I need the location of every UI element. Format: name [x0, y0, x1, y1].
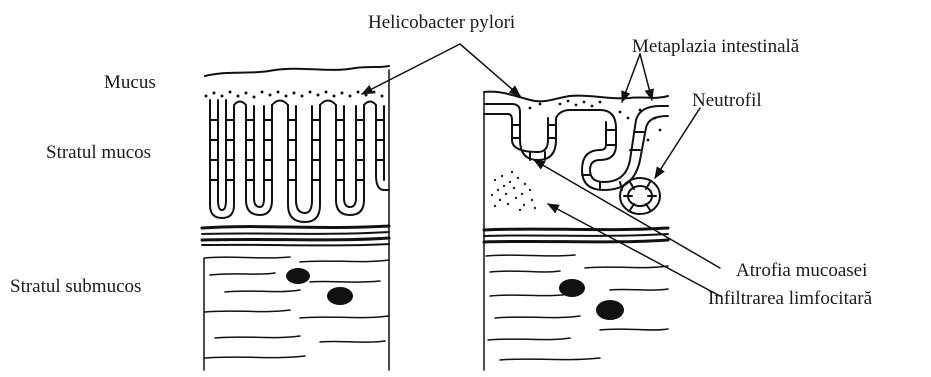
label-neutrofil: Neutrofil [692, 90, 762, 111]
label-infiltrarea: Infiltrarea limfocitară [708, 288, 873, 309]
label-stratul-mucos: Stratul mucos [46, 142, 151, 163]
vessel-left-2 [327, 287, 353, 305]
mucus-dots-left [205, 91, 384, 99]
arrow-hp-left [362, 44, 460, 94]
label-mucus: Mucus [104, 72, 156, 93]
lymphocyte-infiltrate [491, 171, 536, 211]
vessel-right-1 [559, 279, 585, 297]
vessel-left-1 [286, 268, 310, 284]
neutrophil-nodule [620, 178, 660, 214]
arrow-metaplasia-2 [640, 54, 652, 100]
arrow-hp-right [460, 44, 520, 96]
arrow-neutrophil [655, 108, 700, 178]
muscularis-left [202, 226, 389, 245]
gastritis-panel [484, 92, 668, 370]
label-helicobacter: Helicobacter pylori [368, 12, 515, 33]
gastric-glands-left [210, 100, 389, 222]
arrow-metaplasia-1 [622, 54, 640, 102]
label-metaplazia: Metaplazia intestinală [632, 36, 800, 57]
submucosa-fibers-right [486, 255, 668, 360]
mucus-layer-right [484, 92, 668, 102]
arrow-atrofia [534, 160, 720, 268]
label-atrofia: Atrofia mucoasei [736, 260, 867, 281]
mucus-layer-left [205, 66, 389, 76]
leader-lines [362, 44, 720, 296]
muscularis-right [484, 228, 668, 242]
label-stratul-submucos: Stratul submucos [10, 276, 141, 297]
vessel-right-2 [596, 300, 624, 320]
normal-mucosa-panel [202, 66, 389, 370]
